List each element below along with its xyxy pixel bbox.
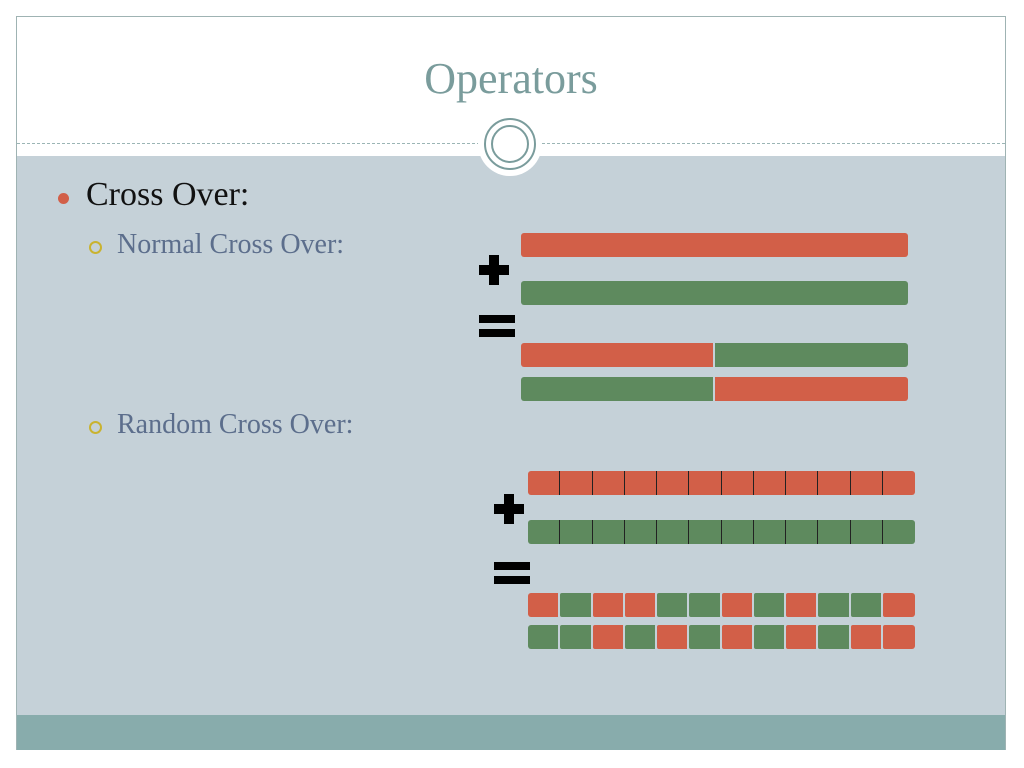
gene-segment	[689, 520, 722, 544]
gene-segment	[657, 625, 690, 649]
gene-segment	[882, 593, 915, 617]
slide-footer	[17, 715, 1005, 750]
gene-segment	[818, 520, 851, 544]
gene-segment	[592, 625, 625, 649]
gene-segment	[818, 625, 851, 649]
bullet-dot-icon	[58, 193, 69, 204]
gene-segment	[882, 625, 915, 649]
gene-segment	[592, 471, 625, 495]
gene-segment	[850, 471, 883, 495]
slide-title: Operators	[424, 54, 598, 103]
gene-segment	[786, 471, 819, 495]
gene-segment	[882, 520, 915, 544]
gene-segment	[721, 471, 754, 495]
random-child-1-bar	[528, 593, 915, 617]
gene-segment	[624, 520, 657, 544]
gene-segment	[818, 471, 851, 495]
normal-child-1-bar	[521, 343, 908, 367]
equals-icon	[494, 562, 530, 584]
gene-segment	[715, 377, 908, 401]
plus-icon	[479, 255, 509, 285]
gene-segment	[753, 471, 786, 495]
gene-segment	[657, 520, 690, 544]
gene-segment	[721, 593, 754, 617]
gene-segment	[624, 625, 657, 649]
slide: Operators Cross Over: Normal Cross Over:…	[16, 16, 1006, 750]
gene-segment	[624, 471, 657, 495]
gene-segment	[753, 625, 786, 649]
gene-segment	[882, 471, 915, 495]
sub-bullet-circle-icon	[89, 421, 102, 434]
gene-segment	[560, 625, 593, 649]
slide-content: Cross Over: Normal Cross Over: Random Cr…	[17, 156, 1005, 715]
gene-segment	[818, 593, 851, 617]
equals-icon	[479, 315, 515, 337]
gene-segment	[624, 593, 657, 617]
gene-segment	[689, 593, 722, 617]
gene-segment	[560, 593, 593, 617]
normal-child-2-bar	[521, 377, 908, 401]
gene-segment	[521, 377, 715, 401]
gene-segment	[786, 520, 819, 544]
random-child-2-bar	[528, 625, 915, 649]
plus-icon	[494, 494, 524, 524]
gene-segment	[753, 593, 786, 617]
gene-segment	[657, 593, 690, 617]
sub-bullet-normal-cross-over: Normal Cross Over:	[117, 229, 345, 260]
gene-segment	[560, 520, 593, 544]
gene-segment	[657, 471, 690, 495]
gene-segment	[721, 625, 754, 649]
sub-bullet-random-cross-over: Random Cross Over:	[117, 409, 354, 440]
gene-segment	[592, 593, 625, 617]
gene-segment	[721, 520, 754, 544]
gene-segment	[850, 520, 883, 544]
gene-segment	[528, 625, 561, 649]
gene-segment	[560, 471, 593, 495]
gene-segment	[528, 471, 561, 495]
gene-segment	[715, 343, 908, 367]
sub-bullet-circle-icon	[89, 241, 102, 254]
gene-segment	[753, 520, 786, 544]
gene-segment	[850, 593, 883, 617]
gene-segment	[521, 343, 715, 367]
bullet-cross-over: Cross Over:	[86, 176, 250, 213]
gene-segment	[592, 520, 625, 544]
normal-parent-b-bar	[521, 281, 908, 305]
gene-segment	[528, 520, 561, 544]
divider-ornament-icon	[478, 112, 542, 176]
gene-segment	[850, 625, 883, 649]
random-parent-a-bar	[528, 471, 915, 495]
gene-segment	[689, 625, 722, 649]
gene-segment	[689, 471, 722, 495]
gene-segment	[786, 625, 819, 649]
random-parent-b-bar	[528, 520, 915, 544]
gene-segment	[528, 593, 561, 617]
normal-parent-a-bar	[521, 233, 908, 257]
gene-segment	[786, 593, 819, 617]
